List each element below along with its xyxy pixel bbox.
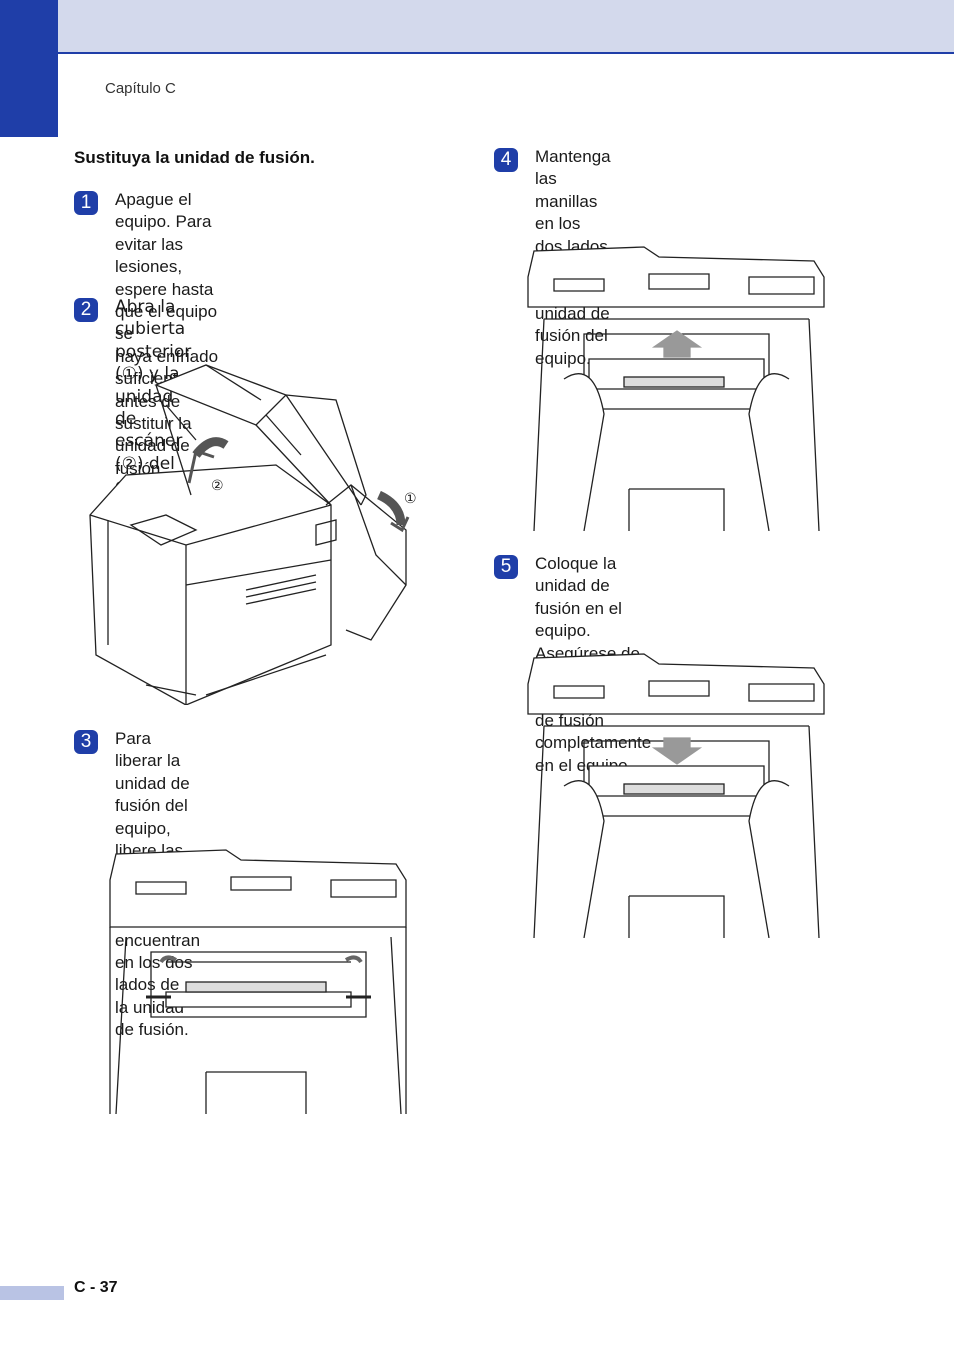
- footer-band: [0, 1286, 64, 1300]
- chapter-tab: [0, 0, 58, 137]
- figure-insert-fuser: [524, 646, 829, 938]
- step-number: 4: [494, 148, 518, 172]
- figure-release-levers: [106, 842, 411, 1114]
- step-text: Apague el equipo. Para evitar las lesion…: [115, 190, 234, 478]
- chapter-label: Capítulo C: [105, 80, 176, 97]
- step-number: 3: [74, 730, 98, 754]
- figure-open-machine: ② ①: [86, 355, 436, 705]
- callout-1: ①: [404, 491, 417, 507]
- page-number: C - 37: [74, 1279, 118, 1296]
- callout-2: ②: [211, 478, 224, 494]
- section-title: Sustituya la unidad de fusión.: [74, 148, 315, 167]
- header-band: [0, 0, 954, 54]
- figure-extract-fuser: [524, 239, 829, 531]
- step-number: 2: [74, 298, 98, 322]
- step-number: 1: [74, 191, 98, 215]
- step-number: 5: [494, 555, 518, 579]
